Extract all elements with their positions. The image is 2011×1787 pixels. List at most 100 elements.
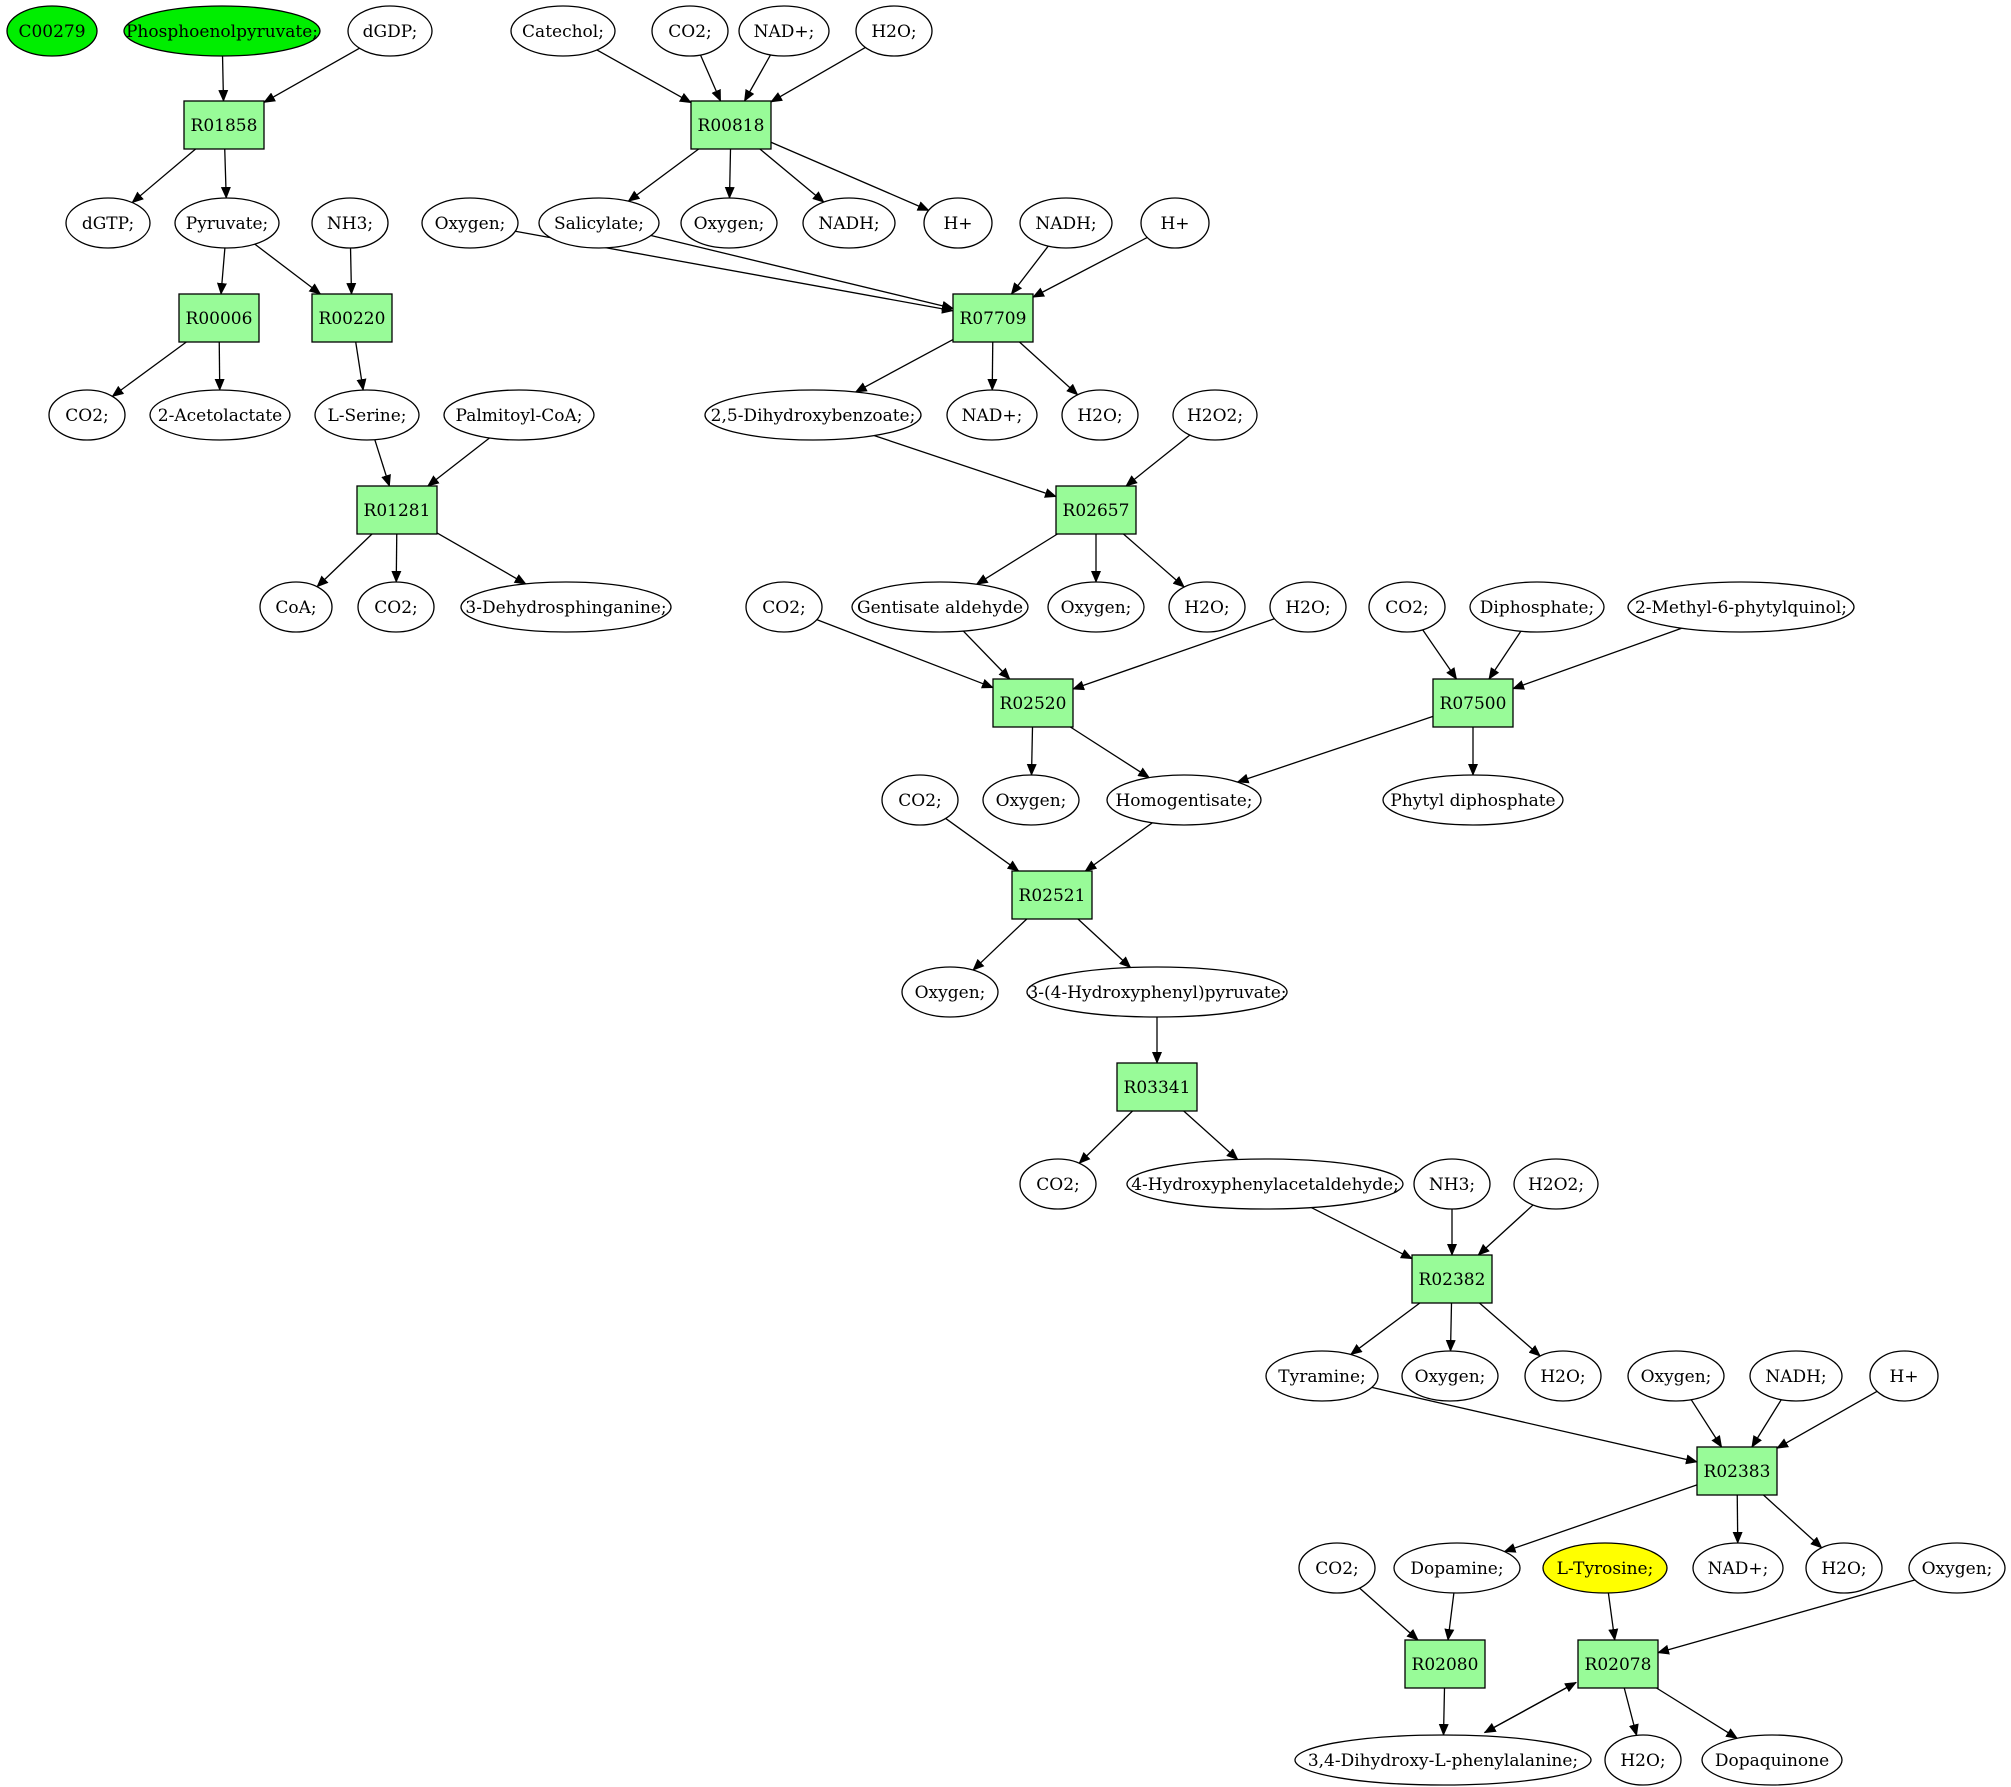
- reaction-node-r02521[interactable]: R02521: [1011, 870, 1093, 920]
- compound-node-co2_c[interactable]: CO2;: [357, 581, 435, 633]
- compound-node-tyramine[interactable]: Tyramine;: [1265, 1350, 1379, 1402]
- compound-node-oxygen_f[interactable]: Oxygen;: [1401, 1350, 1499, 1402]
- compound-node-nadp_b[interactable]: NAD+;: [946, 389, 1038, 441]
- reaction-node-r02520[interactable]: R02520: [992, 678, 1074, 728]
- compound-ellipse: [651, 5, 729, 57]
- compound-ellipse: [680, 197, 778, 249]
- compound-ellipse: [1469, 581, 1605, 633]
- compound-node-oxygen_g[interactable]: Oxygen;: [1627, 1350, 1725, 1402]
- compound-node-oxygen_c[interactable]: Oxygen;: [1047, 581, 1145, 633]
- reaction-node-r07709[interactable]: R07709: [952, 293, 1034, 343]
- compound-node-nadh_a[interactable]: NADH;: [802, 197, 896, 249]
- compound-label: H2O;: [1184, 598, 1229, 618]
- compound-node-gentisald[interactable]: Gentisate aldehyde: [851, 581, 1029, 633]
- reaction-node-r02382[interactable]: R02382: [1411, 1254, 1493, 1304]
- reaction-node-r00818[interactable]: R00818: [690, 100, 772, 150]
- compound-label: 3-(4-Hydroxyphenyl)pyruvate;: [1027, 983, 1286, 1003]
- compound-node-hpp[interactable]: 3-(4-Hydroxyphenyl)pyruvate;: [1026, 966, 1288, 1018]
- reaction-node-r00006[interactable]: R00006: [178, 293, 260, 343]
- compound-node-co2_d[interactable]: CO2;: [745, 581, 823, 633]
- reaction-box: [1432, 678, 1514, 728]
- compound-node-hplus_a[interactable]: H+: [923, 197, 993, 249]
- edge-oxygen_g-r02383: [1690, 1399, 1723, 1448]
- compound-node-oxygen_h[interactable]: Oxygen;: [1908, 1542, 2006, 1594]
- reaction-label: R00818: [698, 116, 765, 136]
- compound-node-h2o_c[interactable]: H2O;: [1168, 581, 1246, 633]
- compound-node-nh3_a[interactable]: NH3;: [311, 197, 389, 249]
- compound-node-pyruvate[interactable]: Pyruvate;: [174, 197, 280, 249]
- compound-node-catechol[interactable]: Catechol;: [510, 5, 616, 57]
- edge-mpq-r07500: [1512, 627, 1682, 690]
- compound-node-co2_b[interactable]: CO2;: [48, 389, 126, 441]
- compound-node-co2_e[interactable]: CO2;: [1368, 581, 1446, 633]
- reaction-label: R02080: [1412, 1655, 1479, 1675]
- compound-node-diphosphate[interactable]: Diphosphate;: [1469, 581, 1605, 633]
- compound-node-h2o_e[interactable]: H2O;: [1524, 1350, 1602, 1402]
- compound-node-co2_a[interactable]: CO2;: [651, 5, 729, 57]
- edge-serine-r01281: [374, 439, 391, 487]
- edge-h2o_a-r00818: [770, 46, 866, 103]
- compound-node-nadh_c[interactable]: NADH;: [1749, 1350, 1843, 1402]
- reaction-node-r02383[interactable]: R02383: [1696, 1446, 1778, 1496]
- compound-node-h2o_g[interactable]: H2O;: [1604, 1734, 1682, 1786]
- compound-node-nadh_b[interactable]: NADH;: [1019, 197, 1113, 249]
- compound-node-dopamine[interactable]: Dopamine;: [1393, 1542, 1521, 1594]
- compound-node-mpq[interactable]: 2-Methyl-6-phytylquinol;: [1627, 581, 1855, 633]
- edge-r00006-co2_b: [111, 341, 187, 397]
- reaction-node-r00220[interactable]: R00220: [311, 293, 393, 343]
- compound-node-ldopa[interactable]: 3,4-Dihydroxy-L-phenylalanine;: [1294, 1734, 1592, 1786]
- compound-node-co2_h[interactable]: CO2;: [1298, 1542, 1376, 1594]
- edge-r07709-dhb: [854, 338, 954, 393]
- reaction-node-r03341[interactable]: R03341: [1116, 1062, 1198, 1112]
- compound-node-h2o_a[interactable]: H2O;: [855, 5, 933, 57]
- compound-node-dhb[interactable]: 2,5-Dihydroxybenzoate;: [704, 389, 922, 441]
- compound-node-tyrosine[interactable]: L-Tyrosine;: [1542, 1542, 1668, 1594]
- compound-node-oxygen_e[interactable]: Oxygen;: [901, 966, 999, 1018]
- compound-node-h2o_d[interactable]: H2O;: [1269, 581, 1347, 633]
- compound-node-acetolactate[interactable]: 2-Acetolactate: [149, 389, 291, 441]
- compound-node-oxygen_d[interactable]: Oxygen;: [982, 774, 1080, 826]
- compound-node-h2o2_a[interactable]: H2O2;: [1172, 389, 1258, 441]
- compound-label: NADH;: [818, 214, 879, 234]
- compound-node-hpa[interactable]: 4-Hydroxyphenylacetaldehyde;: [1126, 1158, 1404, 1210]
- compound-label: Diphosphate;: [1480, 598, 1594, 618]
- reaction-node-r01858[interactable]: R01858: [183, 100, 265, 150]
- compound-ellipse: [881, 774, 959, 826]
- compound-label: 2,5-Dihydroxybenzoate;: [711, 406, 916, 426]
- edges-layer: [111, 46, 1916, 1739]
- compound-node-dgtp[interactable]: dGTP;: [65, 197, 151, 249]
- compound-node-h2o_b[interactable]: H2O;: [1061, 389, 1139, 441]
- reaction-node-r02657[interactable]: R02657: [1055, 485, 1137, 535]
- compound-node-nadp_c[interactable]: NAD+;: [1692, 1542, 1784, 1594]
- reaction-node-r07500[interactable]: R07500: [1432, 678, 1514, 728]
- compound-node-dgdp[interactable]: dGDP;: [347, 5, 433, 57]
- reaction-node-r01281[interactable]: R01281: [356, 485, 438, 535]
- reaction-label: R03341: [1124, 1078, 1191, 1098]
- compound-node-hplus_c[interactable]: H+: [1869, 1350, 1939, 1402]
- compound-node-hplus_b[interactable]: H+: [1140, 197, 1210, 249]
- compound-node-coa[interactable]: CoA;: [259, 581, 333, 633]
- compound-node-oxygen_b[interactable]: Oxygen;: [680, 197, 778, 249]
- edge-r07500-homogentisate: [1236, 715, 1434, 784]
- compound-node-nh3_b[interactable]: NH3;: [1413, 1158, 1491, 1210]
- compound-node-nadp_a[interactable]: NAD+;: [738, 5, 830, 57]
- compound-node-dopaquinone[interactable]: Dopaquinone: [1701, 1734, 1843, 1786]
- compound-node-co2_f[interactable]: CO2;: [881, 774, 959, 826]
- compound-node-dehydrosph[interactable]: 3-Dehydrosphinganine;: [460, 581, 672, 633]
- reaction-node-r02078[interactable]: R02078: [1577, 1639, 1659, 1689]
- compound-node-pep[interactable]: Phosphoenolpyruvate;: [123, 5, 321, 57]
- compound-node-serine[interactable]: L-Serine;: [314, 389, 420, 441]
- compound-ellipse: [1393, 1542, 1521, 1594]
- compound-node-phytyldp[interactable]: Phytyl diphosphate: [1382, 774, 1564, 826]
- reaction-node-r02080[interactable]: R02080: [1404, 1639, 1486, 1689]
- compound-node-h2o_f[interactable]: H2O;: [1805, 1542, 1883, 1594]
- edge-dopamine-r02080: [1444, 1592, 1455, 1641]
- compound-node-salicylate[interactable]: Salicylate;: [538, 197, 660, 249]
- compound-node-h2o2_b[interactable]: H2O2;: [1513, 1158, 1599, 1210]
- compound-node-co2_g[interactable]: CO2;: [1019, 1158, 1097, 1210]
- reaction-box: [1577, 1639, 1659, 1689]
- compound-node-homogentisate[interactable]: Homogentisate;: [1106, 774, 1262, 826]
- compound-node-oxygen_a[interactable]: Oxygen;: [421, 197, 519, 249]
- compound-node-palmitoylcoa[interactable]: Palmitoyl-CoA;: [443, 389, 595, 441]
- compound-node-c00279[interactable]: C00279: [6, 5, 98, 57]
